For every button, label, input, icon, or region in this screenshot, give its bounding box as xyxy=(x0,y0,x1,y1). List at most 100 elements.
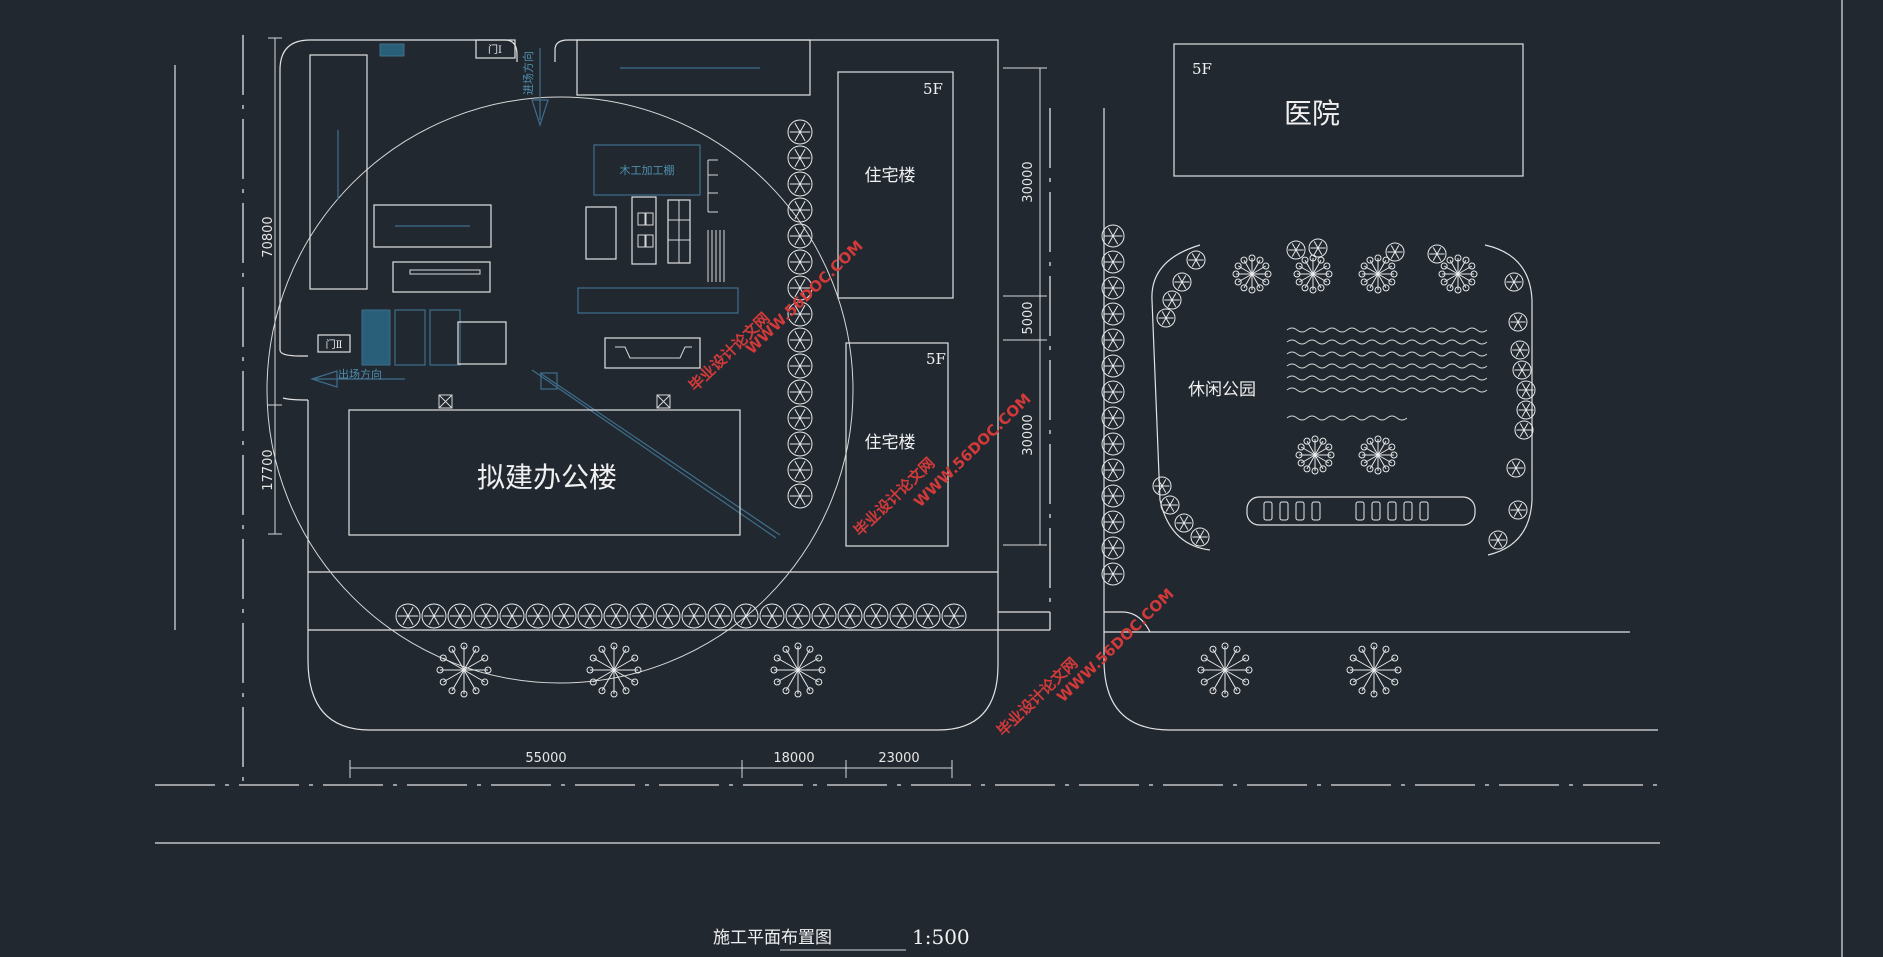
tree-symbol xyxy=(525,603,551,629)
hospital-label: 医院 xyxy=(1284,97,1340,130)
tree-symbol xyxy=(1156,308,1176,328)
tree-symbol xyxy=(1160,495,1180,515)
tree-symbol xyxy=(1101,302,1125,326)
shrub-symbol xyxy=(586,642,642,698)
shrub-symbol xyxy=(1346,642,1402,698)
shrub-symbol xyxy=(1232,254,1272,294)
watermark: 毕业设计论文网 WWW.56DOC.COM xyxy=(850,390,1034,540)
rebar-yard xyxy=(392,261,491,293)
tree-symbol xyxy=(837,603,863,629)
tree-symbol xyxy=(1516,380,1536,400)
tree-symbol xyxy=(1510,340,1530,360)
shrub-symbol xyxy=(1358,435,1398,475)
tree-symbol xyxy=(733,603,759,629)
drawing-scale: 1:500 xyxy=(912,925,970,949)
dim-30000-top: 30000 xyxy=(1021,161,1036,202)
entry-arrow xyxy=(531,48,549,127)
tree-symbol xyxy=(787,171,813,197)
tree-symbol xyxy=(421,603,447,629)
tree-symbol xyxy=(1101,380,1125,404)
site-marker xyxy=(656,394,671,409)
tree-rows xyxy=(395,119,1536,698)
tree-symbol xyxy=(1101,562,1125,586)
parked-car xyxy=(1387,501,1397,521)
tower-crane xyxy=(540,372,558,390)
parked-car xyxy=(1263,501,1273,521)
workshop xyxy=(585,206,617,260)
tree-symbol xyxy=(787,197,813,223)
dim-55000: 55000 xyxy=(525,751,566,766)
parked-car xyxy=(1311,501,1321,521)
site-marker xyxy=(438,394,453,409)
storage-shed xyxy=(309,54,368,290)
dim-17700: 17700 xyxy=(261,449,276,490)
tree-symbol xyxy=(603,603,629,629)
tree-symbol xyxy=(787,379,813,405)
road-lines xyxy=(155,35,1660,844)
tree-symbol xyxy=(1101,276,1125,300)
tree-symbol xyxy=(787,119,813,145)
tree-symbol xyxy=(1508,500,1528,520)
tree-symbol xyxy=(1514,420,1534,440)
park-boundary xyxy=(1151,244,1533,556)
tree-symbol xyxy=(499,603,525,629)
tree-symbol xyxy=(1101,406,1125,430)
tree-symbol xyxy=(1101,224,1125,248)
drawing-title: 施工平面布置图 xyxy=(713,928,832,948)
tree-symbol xyxy=(1174,513,1194,533)
tree-symbol xyxy=(787,483,813,509)
workshop xyxy=(631,196,657,265)
tree-symbol xyxy=(863,603,889,629)
residence-bottom-label: 住宅楼 xyxy=(865,433,916,453)
tree-symbol xyxy=(1286,240,1306,260)
parked-car xyxy=(1371,501,1381,521)
proposed-office-building xyxy=(348,409,741,536)
carpentry-shed xyxy=(593,144,701,196)
shrub-symbol xyxy=(1358,254,1398,294)
gate-1-label: 门Ⅰ xyxy=(488,43,502,56)
road-edge xyxy=(1103,108,1658,731)
batching-plant xyxy=(604,337,701,369)
mixing-station xyxy=(577,287,739,314)
tree-symbol xyxy=(1101,536,1125,560)
material-yard xyxy=(373,204,492,248)
residence-top-label: 住宅楼 xyxy=(865,166,916,186)
tree-symbol xyxy=(1516,400,1536,420)
tree-symbol xyxy=(1101,328,1125,352)
site-office-block xyxy=(361,309,391,366)
hospital-floors: 5F xyxy=(1192,60,1212,78)
tree-symbol xyxy=(787,223,813,249)
site-office-top xyxy=(576,39,811,96)
tree-symbol xyxy=(889,603,915,629)
dim-23000: 23000 xyxy=(878,751,919,766)
guard-house xyxy=(379,43,405,57)
svg-text:WWW.56DOC.COM: WWW.56DOC.COM xyxy=(1053,585,1177,706)
dim-70800: 70800 xyxy=(261,216,276,257)
tree-symbol xyxy=(787,405,813,431)
tree-symbol xyxy=(759,603,785,629)
tree-symbol xyxy=(787,327,813,353)
parked-car xyxy=(1355,501,1365,521)
tree-symbol xyxy=(681,603,707,629)
site-boundary xyxy=(279,39,999,731)
gate-2-label: 门Ⅱ xyxy=(326,338,343,351)
formwork-stack xyxy=(707,230,725,282)
tree-symbol xyxy=(787,275,813,301)
parked-car xyxy=(1295,501,1305,521)
tree-symbol xyxy=(1172,272,1192,292)
tree-symbol xyxy=(915,603,941,629)
tree-symbol xyxy=(1101,458,1125,482)
exit-direction-label: 出场方向 xyxy=(338,367,382,381)
tree-symbol xyxy=(1162,290,1182,310)
tree-symbol xyxy=(785,603,811,629)
tree-symbol xyxy=(787,457,813,483)
residence-building-bottom xyxy=(845,342,949,547)
tree-symbol xyxy=(941,603,967,629)
shrub-symbol xyxy=(1295,435,1335,475)
dim-5000: 5000 xyxy=(1021,301,1036,334)
tree-symbol xyxy=(787,301,813,327)
tree-symbol xyxy=(551,603,577,629)
office-label: 拟建办公楼 xyxy=(477,461,617,494)
tree-symbol xyxy=(1385,242,1405,262)
